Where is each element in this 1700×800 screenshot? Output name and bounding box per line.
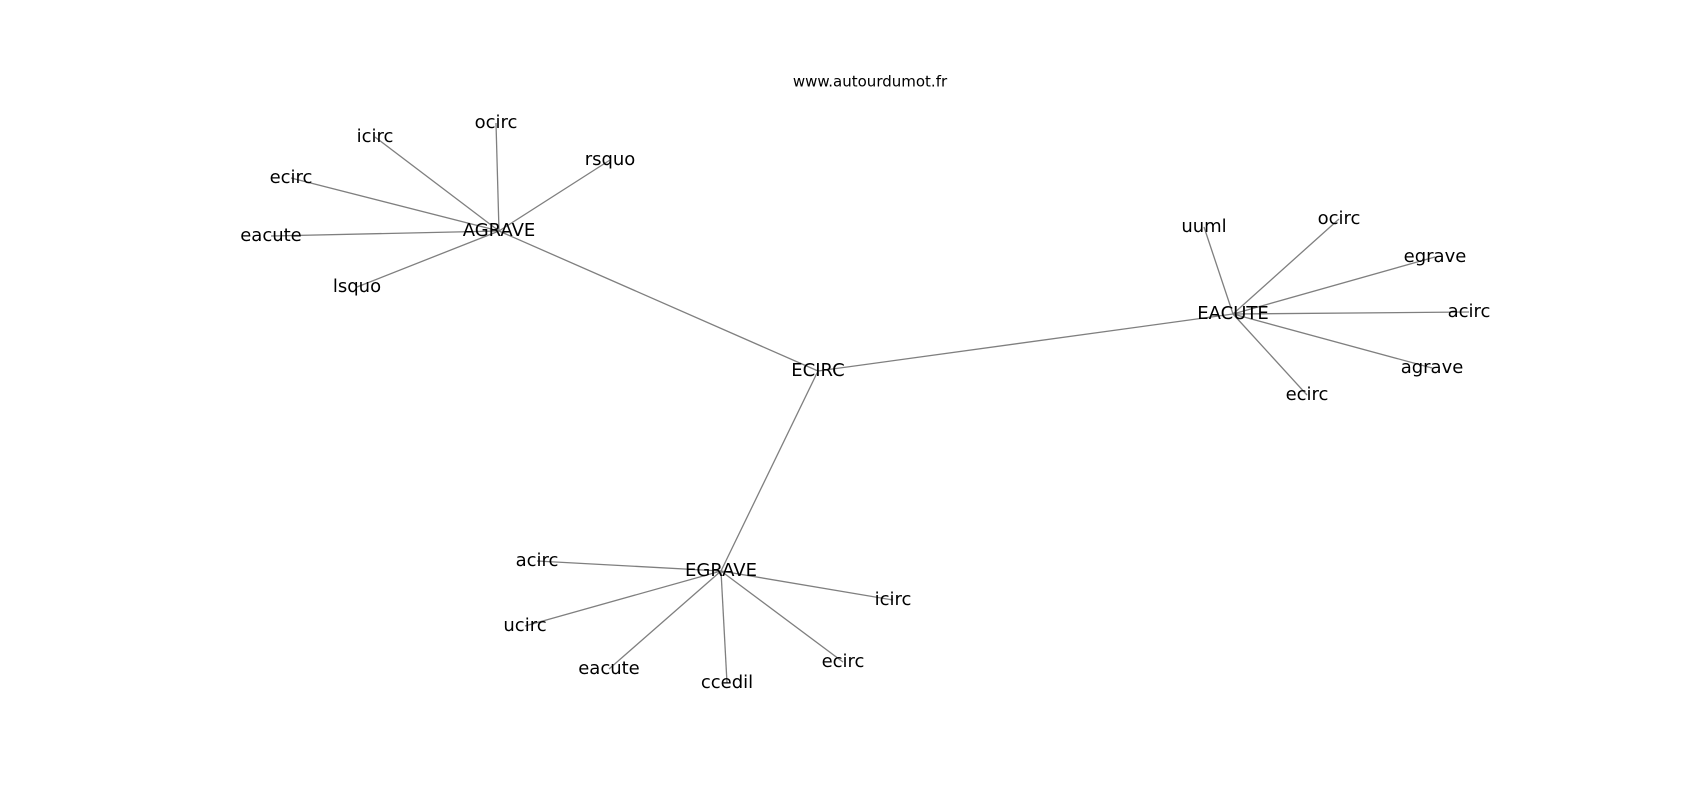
edge-eacute_hub-e_ecirc <box>1232 313 1308 396</box>
node-label-g-acirc: acirc <box>516 550 559 571</box>
edge-layer <box>270 122 1470 684</box>
node-label-g-ccedil: ccedil <box>701 672 753 693</box>
node-label-e-acirc: acirc <box>1448 301 1491 322</box>
node-label-a-icirc: icirc <box>357 126 394 147</box>
edge-agrave_hub-a_eacute <box>270 230 500 237</box>
edge-ecirc_center-agrave_hub <box>498 230 819 372</box>
edge-eacute_hub-e_agrave <box>1232 313 1433 369</box>
node-label-agrave-hub: AGRAVE <box>463 220 536 241</box>
node-label-e-uuml: uuml <box>1181 216 1226 237</box>
node-label-e-agrave: agrave <box>1401 357 1464 378</box>
edge-egrave_hub-g_ccedil <box>720 570 728 684</box>
node-label-g-eacute: eacute <box>578 658 640 679</box>
edge-egrave_hub-g_ecirc <box>720 570 844 663</box>
node-label-a-lsquo: lsquo <box>333 276 381 297</box>
node-label-a-eacute: eacute <box>240 225 302 246</box>
edge-egrave_hub-g_ucirc <box>524 570 722 627</box>
edge-agrave_hub-a_rsquo <box>498 159 611 232</box>
node-label-e-ecirc: ecirc <box>1286 384 1329 405</box>
edge-eacute_hub-e_acirc <box>1232 311 1470 315</box>
edge-eacute_hub-e_egrave <box>1232 256 1436 315</box>
node-label-g-ucirc: ucirc <box>503 615 546 636</box>
edge-egrave_hub-g_icirc <box>720 570 894 601</box>
edge-eacute_hub-e_ocirc <box>1232 218 1340 315</box>
node-layer: ECIRC AGRAVE EACUTE EGRAVE ocirc icirc rsquo ec… <box>240 112 1490 693</box>
site-url-label: www.autourdumot.fr <box>793 73 948 91</box>
node-label-e-ocirc: ocirc <box>1318 208 1361 229</box>
node-label-ecirc-center: ECIRC <box>791 360 844 381</box>
edge-agrave_hub-a_lsquo <box>356 230 500 288</box>
node-label-g-ecirc: ecirc <box>822 651 865 672</box>
edge-agrave_hub-a_ecirc <box>290 177 500 232</box>
edge-eacute_hub-e_uuml <box>1203 226 1234 315</box>
node-label-e-egrave: egrave <box>1404 246 1467 267</box>
edge-ecirc_center-eacute_hub <box>817 313 1234 372</box>
edge-ecirc_center-egrave_hub <box>720 370 819 572</box>
node-label-a-rsquo: rsquo <box>585 149 636 170</box>
node-label-a-ocirc: ocirc <box>475 112 518 133</box>
edge-egrave_hub-g_eacute <box>608 570 722 670</box>
edge-egrave_hub-g_acirc <box>536 560 722 572</box>
node-label-g-icirc: icirc <box>875 589 912 610</box>
edge-agrave_hub-a_icirc <box>374 136 500 232</box>
node-label-a-ecirc: ecirc <box>270 167 313 188</box>
node-label-egrave-hub: EGRAVE <box>685 560 757 581</box>
node-label-eacute-hub: EACUTE <box>1197 303 1268 324</box>
edge-agrave_hub-a_ocirc <box>495 122 500 232</box>
